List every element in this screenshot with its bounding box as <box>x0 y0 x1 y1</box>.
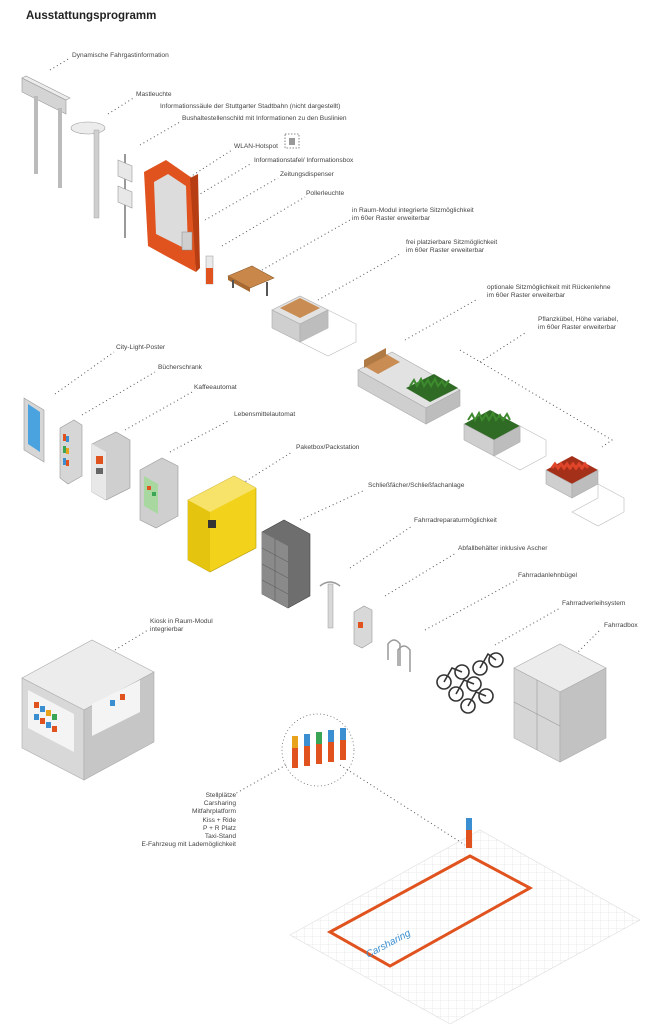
page-title: Ausstattungsprogramm <box>26 10 157 22</box>
bike-repair-station <box>319 581 341 629</box>
label-schliess: Schließfächer/Schließfachanlage <box>368 482 465 489</box>
label-sitz-frei: frei platzierbare Sitzmöglichkeit im 60e… <box>406 239 497 255</box>
label-abfall: Abfallbehälter inklusive Ascher <box>458 545 548 552</box>
label-infotafel: Informationstafel/ Informationsbox <box>254 157 354 164</box>
label-citylight: City-Light-Poster <box>116 344 166 351</box>
info-board <box>144 160 200 272</box>
module-bench-planter <box>357 348 461 425</box>
label-kaffee: Kaffeeautomat <box>194 384 237 391</box>
planter-green <box>463 410 547 471</box>
wlan-icon <box>284 133 300 149</box>
parking-post <box>316 732 322 764</box>
label-pflanz: Pflanzkübel, Höhe variabel, im 60er Rast… <box>538 316 618 332</box>
label-line: im 60er Raster erweiterbar <box>487 292 566 299</box>
parking-list-item: P + R Platz <box>202 824 236 832</box>
bike-share <box>436 652 504 714</box>
parking-posts <box>292 728 346 768</box>
parking-list-item: Kiss + Ride <box>202 816 236 824</box>
label-infosaeule: Informationssäule der Stuttgarter Stadtb… <box>160 103 341 110</box>
parking-post <box>340 728 346 760</box>
label-line: im 60er Raster erweiterbar <box>352 215 431 222</box>
label-lebensmittel: Lebensmittelautomat <box>234 411 296 418</box>
parking-post <box>304 734 310 766</box>
kiosk <box>21 639 155 781</box>
label-kiosk: Kiosk in Raum-Modul integrierbar <box>150 618 213 634</box>
lockers <box>261 519 311 609</box>
bench-free <box>227 265 275 296</box>
food-machine <box>139 457 179 529</box>
bike-rack <box>387 639 411 672</box>
label-fahrradbox: Fahrradbox <box>604 622 638 629</box>
label-fahrgastinfo: Dynamische Fahrgastinformation <box>72 52 169 59</box>
label-sitz-lehne: optionale Sitzmöglichkeit mit Rückenlehn… <box>487 284 611 300</box>
label-sitz-integriert: in Raum-Modul integrierte Sitzmöglichkei… <box>352 207 474 223</box>
label-mastleuchte: Mastleuchte <box>136 91 172 98</box>
label-poller: Pollerleuchte <box>306 190 345 197</box>
parking-grid <box>289 818 641 1024</box>
bookcase <box>59 419 83 485</box>
label-line: Pflanzkübel, Höhe variabel, <box>538 316 619 323</box>
label-line: integrierbar <box>150 626 184 633</box>
parking-list-item: Stellplätze <box>205 792 236 799</box>
bollard-light <box>205 255 214 285</box>
label-line: in Raum-Modul integrierte Sitzmöglichkei… <box>352 207 474 214</box>
parking-posts-detail <box>281 713 355 787</box>
label-line: optionale Sitzmöglichkeit mit Rückenlehn… <box>487 284 611 291</box>
label-wlan: WLAN-Hotspot <box>234 143 278 150</box>
parking-post <box>328 730 334 762</box>
parking-list-item: Carsharing <box>203 800 236 808</box>
label-paket: Paketbox/Packstation <box>296 444 360 451</box>
module-seat <box>271 295 357 357</box>
coffee-machine <box>91 431 131 501</box>
parking-list-item: Taxi-Stand <box>204 833 236 841</box>
label-buecher: Bücherschrank <box>158 364 202 371</box>
waste-bin <box>353 605 373 649</box>
fahrgastinfo-sign <box>21 75 71 188</box>
label-line: im 60er Raster erweiterbar <box>406 247 485 254</box>
parking-list-item: E-Fahrzeug mit Lademöglichkeit <box>141 841 236 849</box>
bike-box <box>513 643 607 763</box>
label-line: frei platzierbare Sitzmöglichkeit <box>406 239 498 246</box>
label-zeitung: Zeitungsdispenser <box>280 171 334 178</box>
label-verleih: Fahrradverleihsystem <box>562 600 626 607</box>
bus-stop-sign <box>117 154 133 238</box>
label-bushaltestelle: Bushaltestellenschild mit Informationen … <box>182 115 347 122</box>
citylight-poster <box>23 397 45 463</box>
leader-lines <box>49 57 613 846</box>
parking-post <box>292 736 298 768</box>
parking-list-item: Mitfahrplatform <box>192 808 236 816</box>
parcel-station <box>187 475 257 573</box>
mast-light <box>70 121 106 219</box>
label-anlehn: Fahrradanlehnbügel <box>518 572 578 579</box>
planter-red <box>545 456 625 527</box>
label-fahrradrep: Fahrradreparaturmöglichkeit <box>414 517 497 524</box>
label-line: Kiosk in Raum-Modul <box>150 618 213 625</box>
label-line: im 60er Raster erweiterbar <box>538 324 617 331</box>
